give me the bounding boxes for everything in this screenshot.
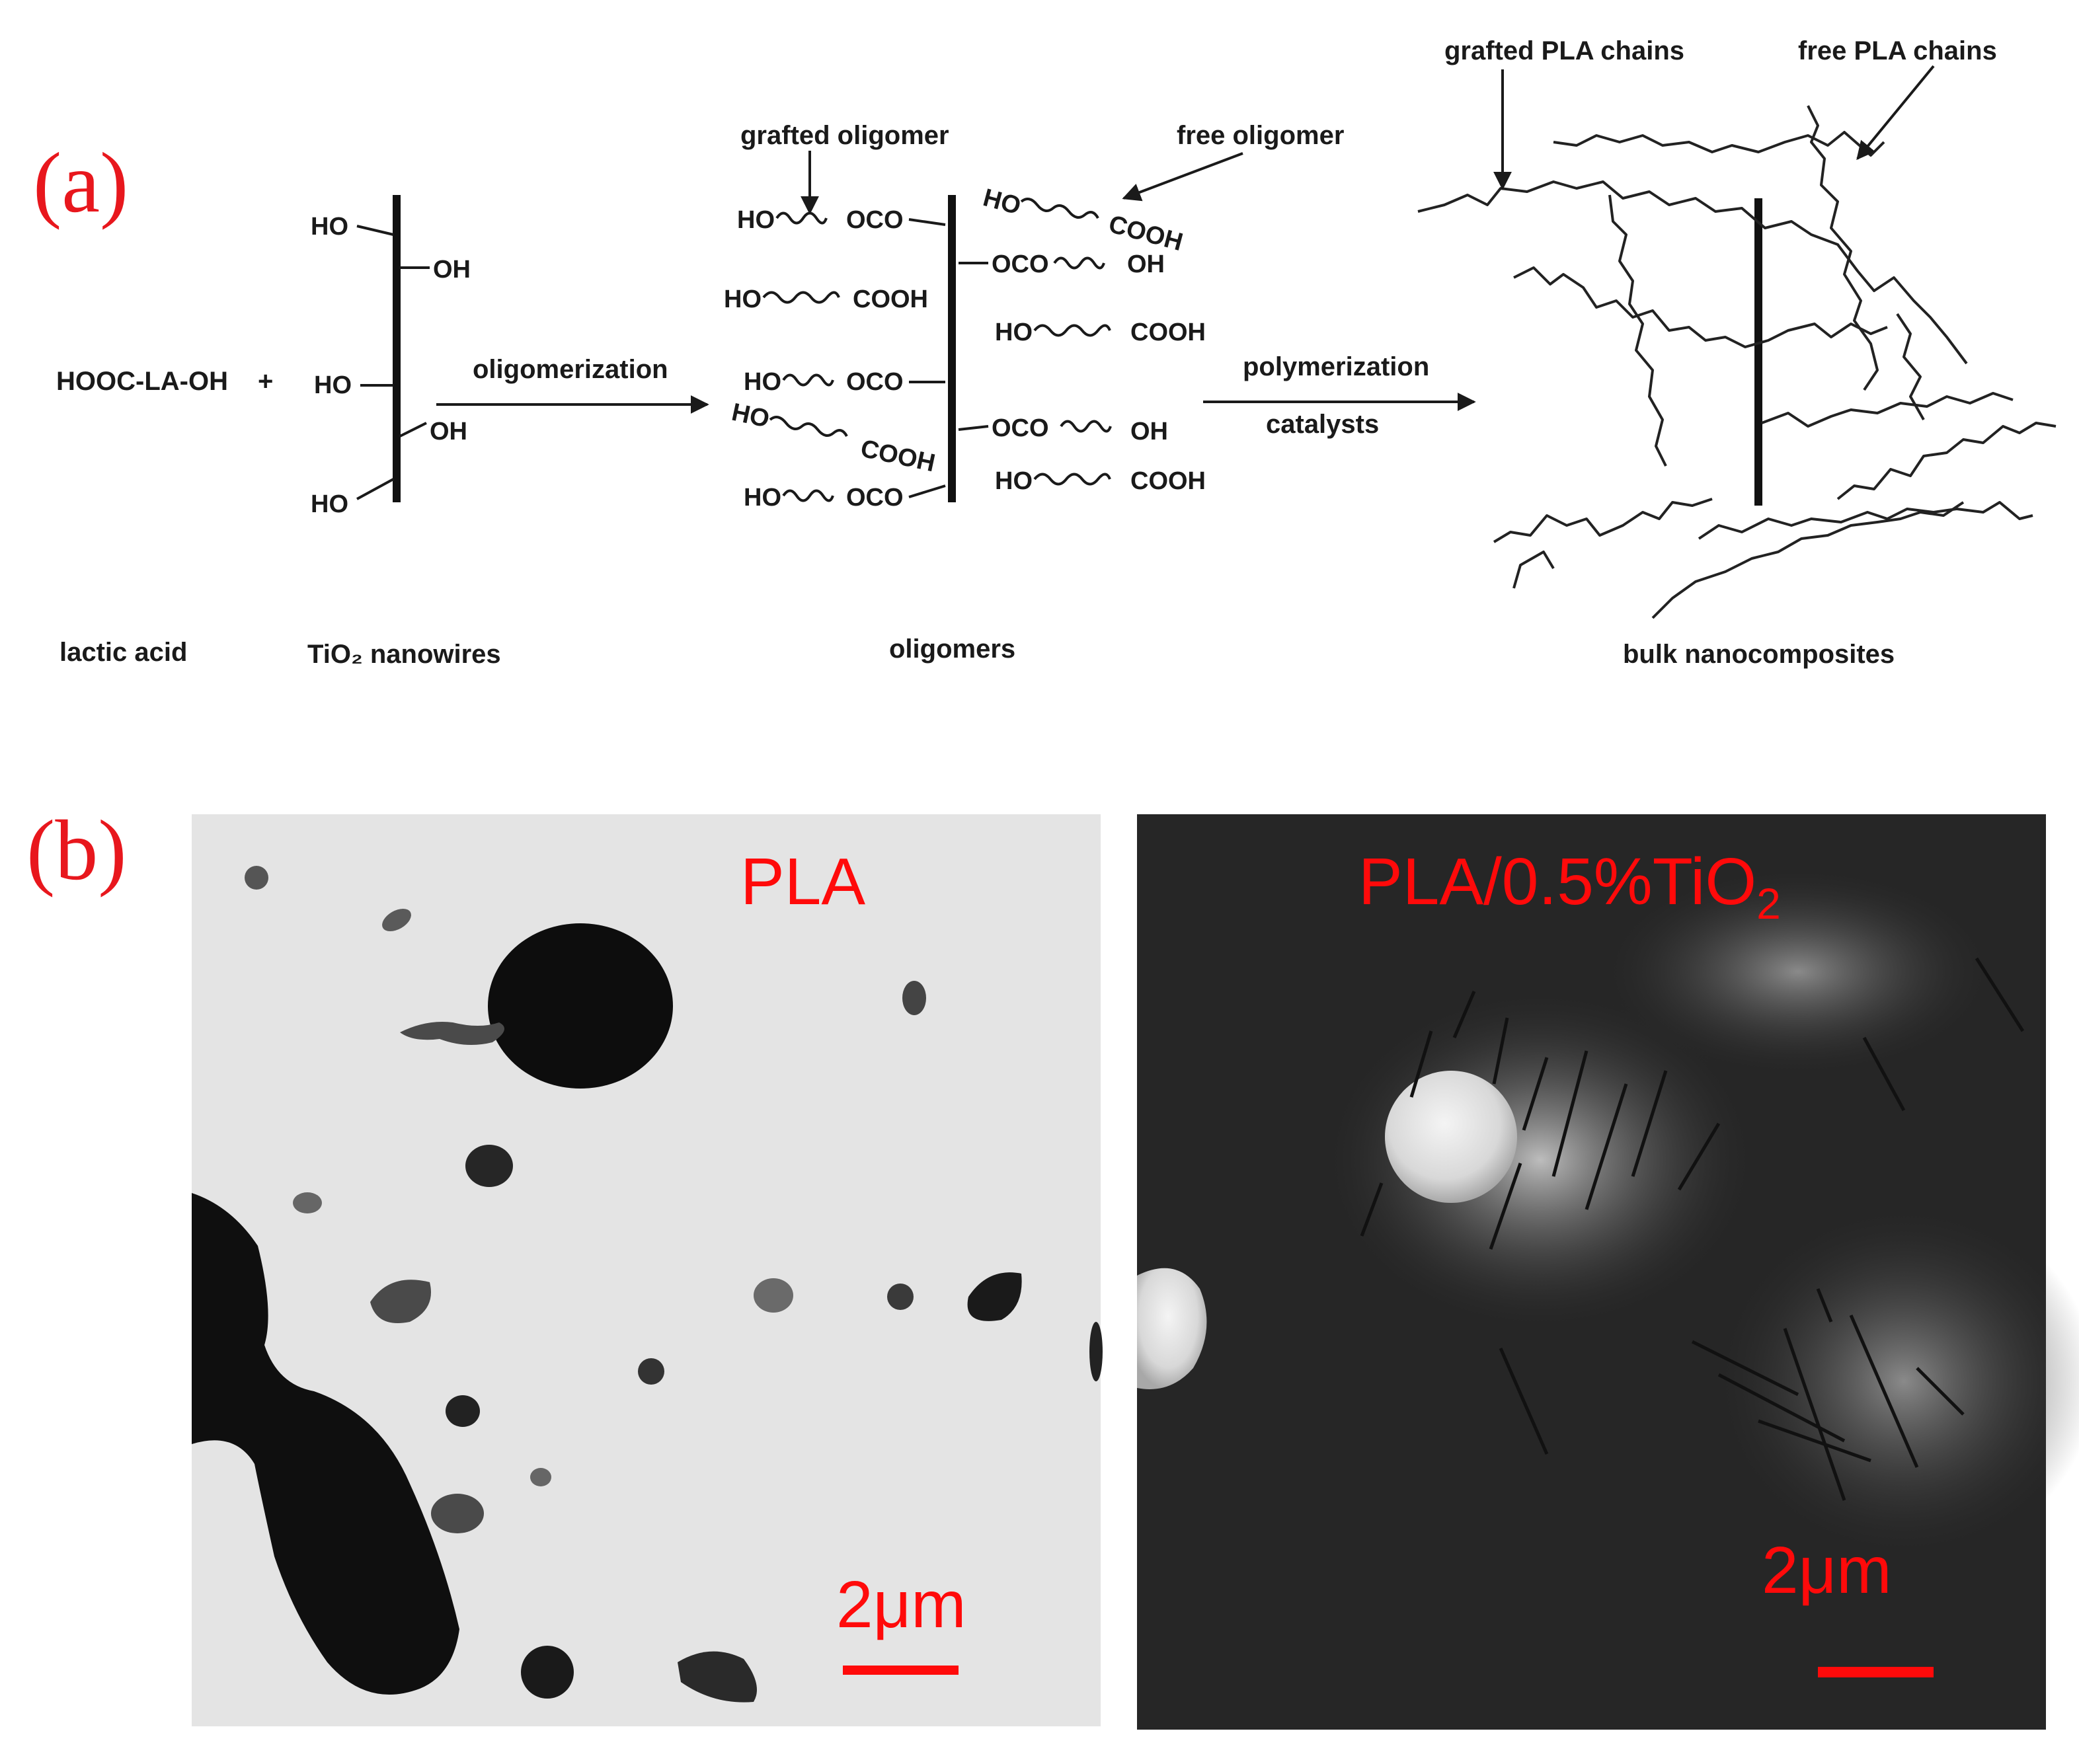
group-ho: HO: [729, 399, 771, 434]
group-oco: OCO: [846, 484, 904, 512]
panel-b: (b) PLA 2μm: [26, 803, 2079, 1730]
bright-region: [1600, 866, 1996, 1077]
group-oco: OCO: [846, 368, 904, 396]
group-ho: HO: [737, 206, 775, 234]
group-ho: HO: [980, 184, 1024, 220]
particle: [902, 981, 926, 1015]
group-cooh: COOH: [1130, 467, 1206, 495]
oligomer-structure: HO OCO HO COOH HO OCO HO COOH HO OCO HO: [724, 121, 1344, 512]
particle: [465, 1145, 513, 1187]
panel-a: (a) HOOC-LA-OH + HO OH HO OH HO oligomer…: [33, 36, 2057, 669]
micrograph-left-title: PLA: [740, 845, 865, 919]
group-ho: HO: [311, 213, 348, 241]
grafted-oligomer-label: grafted oligomer: [740, 121, 949, 150]
nanowire-hydroxylated: HO OH HO OH HO: [311, 195, 471, 518]
micrograph-pla-tio2: PLA/0.5%TiO2 2μm: [1137, 814, 2079, 1730]
group-ho: HO: [314, 371, 352, 399]
grafted-chains-label: grafted PLA chains: [1444, 36, 1684, 65]
plus-sign: +: [258, 367, 273, 396]
particle: [488, 923, 673, 1089]
group-oh: OH: [1127, 250, 1165, 278]
particle: [967, 1272, 1022, 1321]
free-chains-arrow: [1856, 65, 1935, 161]
particle: [446, 1395, 480, 1427]
group-cooh: COOH: [853, 286, 928, 313]
group-ho: HO: [995, 467, 1033, 495]
free-oligomer-arrow: [1122, 152, 1243, 202]
particle: [370, 1280, 431, 1323]
group-oh: OH: [430, 418, 467, 445]
free-oligomer-label: free oligomer: [1177, 121, 1344, 150]
catalysts-label: catalysts: [1266, 410, 1379, 439]
group-oco: OCO: [992, 250, 1049, 278]
particle: [530, 1468, 551, 1486]
particle: [1089, 1322, 1103, 1381]
particle: [431, 1494, 484, 1533]
scale-label-right: 2μm: [1762, 1533, 1892, 1607]
free-chains-label: free PLA chains: [1798, 36, 1997, 65]
particle-large: [192, 1193, 459, 1695]
particle-bright: [1385, 1071, 1517, 1203]
particle: [293, 1192, 322, 1213]
group-ho: HO: [724, 286, 762, 313]
group-cooh: COOH: [1106, 210, 1186, 256]
bulk-nanocomposite: grafted PLA chains free PLA chains: [1417, 36, 2057, 619]
micrograph-right-title: PLA/0.5%TiO2: [1358, 845, 1781, 928]
particle: [754, 1278, 793, 1313]
group-ho: HO: [744, 368, 781, 396]
bright-region: [1712, 1203, 2079, 1560]
group-ho: HO: [744, 484, 781, 512]
caption-lactic-acid: lactic acid: [59, 638, 187, 667]
polymerization-label: polymerization: [1243, 352, 1429, 381]
group-ho: HO: [995, 319, 1033, 346]
particle: [400, 1022, 504, 1045]
scale-label-left: 2μm: [836, 1568, 966, 1642]
panel-a-label: (a): [33, 135, 128, 231]
nanowires-embedded: [1360, 957, 2025, 1501]
micrograph-pla: PLA 2μm: [192, 814, 1103, 1726]
caption-nanowires: TiO₂ nanowires: [307, 640, 501, 669]
particle: [521, 1646, 574, 1699]
group-ho: HO: [311, 490, 348, 518]
particle: [638, 1358, 664, 1385]
group-oco: OCO: [846, 206, 904, 234]
group-oh: OH: [1130, 418, 1168, 445]
particle: [887, 1284, 914, 1310]
group-cooh: COOH: [1130, 319, 1206, 346]
particle: [382, 908, 411, 932]
scale-bar-right: [1818, 1667, 1934, 1677]
particle: [678, 1651, 757, 1703]
particle-bright: [1137, 1268, 1207, 1389]
particle: [245, 866, 268, 890]
caption-oligomers: oligomers: [889, 634, 1015, 664]
panel-b-label: (b): [26, 803, 127, 898]
reactant-formula: HOOC-LA-OH: [56, 367, 228, 396]
scale-bar-left: [843, 1666, 959, 1675]
oligomerization-label: oligomerization: [473, 355, 668, 384]
group-oh: OH: [433, 256, 471, 284]
caption-bulk: bulk nanocomposites: [1623, 640, 1895, 669]
group-cooh: COOH: [858, 435, 937, 478]
group-oco: OCO: [992, 414, 1049, 442]
